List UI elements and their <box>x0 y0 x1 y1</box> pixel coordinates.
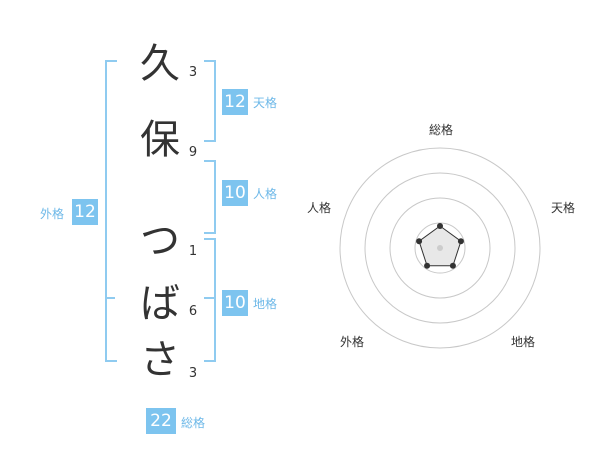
name-char-4: ば <box>140 281 180 327</box>
jin-label: 人格 <box>253 187 278 201</box>
ten-label: 天格 <box>253 96 278 110</box>
ten-bracket <box>204 60 216 142</box>
jin-value-badge: 10 <box>222 180 248 206</box>
stroke-count-2: 9 <box>188 145 198 160</box>
radar-chart <box>339 147 541 349</box>
chi-bracket <box>204 238 216 362</box>
radar-ring-3 <box>364 172 516 324</box>
name-char-1: 久 <box>140 41 180 87</box>
outer-bracket-tick <box>105 297 115 299</box>
radar-label-jin: 人格 <box>306 201 331 215</box>
sou-value-badge: 22 <box>146 408 176 434</box>
stroke-count-3: 1 <box>188 244 198 259</box>
name-char-5: さ <box>140 337 180 383</box>
radar-point-2 <box>457 238 464 245</box>
stroke-count-1: 3 <box>188 65 198 80</box>
radar-center-dot <box>437 245 443 251</box>
ten-value-badge: 12 <box>222 89 248 115</box>
stroke-count-5: 3 <box>188 366 198 381</box>
radar-point-1 <box>437 223 443 229</box>
radar-label-ten: 天格 <box>550 201 575 215</box>
sou-label: 総格 <box>181 416 206 430</box>
radar-point-3 <box>449 262 456 269</box>
radar-label-chi: 地格 <box>510 335 535 349</box>
radar-point-5 <box>416 238 423 245</box>
chi-value-badge: 10 <box>222 290 248 316</box>
radar-label-sou: 総格 <box>428 123 453 137</box>
radar-ring-4 <box>339 147 541 349</box>
radar-ring-2 <box>389 197 491 299</box>
name-char-3: つ <box>140 218 180 264</box>
chi-label: 地格 <box>253 297 278 311</box>
gai-label: 外格 <box>40 207 65 221</box>
radar-point-4 <box>424 262 431 269</box>
gai-value-badge: 12 <box>72 199 98 225</box>
outer-bracket <box>105 60 117 362</box>
chi-bracket-tick <box>204 297 214 299</box>
radar-label-gai: 外格 <box>339 335 364 349</box>
stroke-count-4: 6 <box>188 304 198 319</box>
jin-bracket <box>204 160 216 234</box>
name-char-2: 保 <box>140 117 180 163</box>
